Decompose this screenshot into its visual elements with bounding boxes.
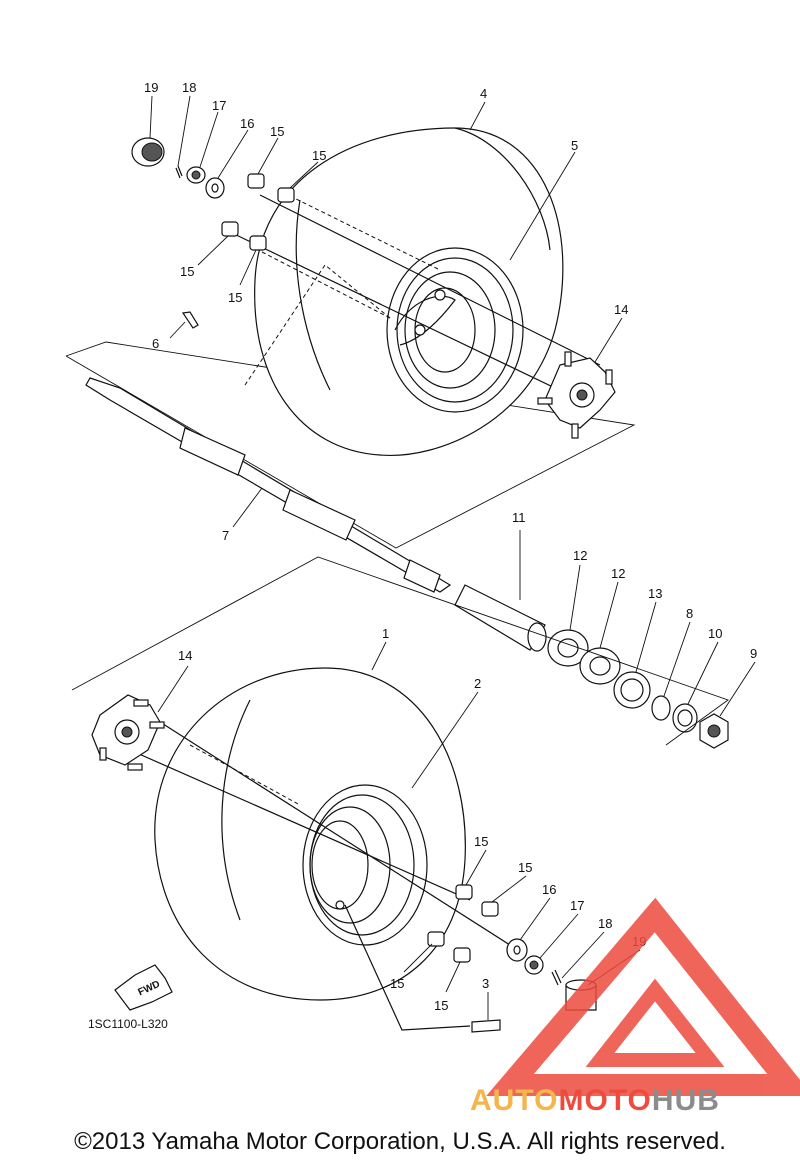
callout: 16 <box>542 882 556 897</box>
axle-collar[interactable] <box>454 584 547 652</box>
upper-assembly-outline <box>65 341 636 549</box>
callout: 15 <box>474 834 488 849</box>
leader-lines <box>149 95 756 1020</box>
axle-washer[interactable] <box>672 703 698 733</box>
forward-arrow-icon: FWD <box>114 964 173 1011</box>
automotohub-logo-icon <box>486 897 800 1096</box>
lower-valve-stem[interactable] <box>471 1019 501 1033</box>
callout: 15 <box>434 998 448 1013</box>
callout: 15 <box>518 860 532 875</box>
upper-cotter-pin[interactable] <box>175 165 183 179</box>
logo-part-hub: HUB <box>651 1084 720 1117</box>
callout: 12 <box>573 548 587 563</box>
callout: 18 <box>598 916 612 931</box>
callout: 14 <box>178 648 192 663</box>
diagram-code: 1SC1100-L320 <box>88 1017 168 1031</box>
upper-axle-nut[interactable] <box>186 166 206 184</box>
callout: 15 <box>228 290 242 305</box>
callout: 14 <box>614 302 628 317</box>
upper-washer[interactable] <box>205 177 225 199</box>
callout: 13 <box>648 586 662 601</box>
axle-bearing-2[interactable] <box>579 647 621 685</box>
callout: 6 <box>152 336 159 351</box>
upper-wheel-hub[interactable] <box>537 351 616 439</box>
logo-wordmark: AUTOMOTOHUB <box>470 1084 720 1118</box>
callout: 5 <box>571 138 578 153</box>
callout: 4 <box>480 86 487 101</box>
lower-cotter-pin[interactable] <box>551 969 562 986</box>
lower-lug-nuts[interactable] <box>427 884 499 963</box>
lower-washer[interactable] <box>506 938 528 962</box>
logo-part-moto: MOTO <box>558 1084 652 1117</box>
callout: 12 <box>611 566 625 581</box>
callout: 17 <box>570 898 584 913</box>
upper-valve-stem[interactable] <box>181 311 199 329</box>
callout: 1 <box>382 626 389 641</box>
callout: 11 <box>512 510 526 525</box>
callout: 15 <box>312 148 326 163</box>
rear-axle-shaft[interactable] <box>85 377 452 593</box>
upper-hub-cap[interactable] <box>131 137 165 167</box>
oil-seal[interactable] <box>613 671 651 709</box>
callout: 17 <box>212 98 226 113</box>
logo-part-auto: AUTO <box>470 1084 559 1117</box>
lower-axle-nut[interactable] <box>524 955 544 975</box>
callout: 15 <box>180 264 194 279</box>
callout: 2 <box>474 676 481 691</box>
callout: 8 <box>686 606 693 621</box>
lower-assembly-outline <box>71 556 729 746</box>
upper-lug-nuts[interactable] <box>221 173 295 251</box>
callout: 16 <box>240 116 254 131</box>
callout: 18 <box>182 80 196 95</box>
callout: 15 <box>270 124 284 139</box>
callout: 10 <box>708 626 722 641</box>
callout: 15 <box>390 976 404 991</box>
circlip[interactable] <box>651 695 671 721</box>
upper-rim[interactable] <box>386 247 524 413</box>
lower-rim[interactable] <box>302 784 428 946</box>
lower-wheel-hub[interactable] <box>91 694 165 771</box>
callout: 3 <box>482 976 489 991</box>
axle-locknut[interactable] <box>699 713 729 749</box>
callout: 9 <box>750 646 757 661</box>
callout: 7 <box>222 528 229 543</box>
callout: 19 <box>144 80 158 95</box>
copyright-notice: ©2013 Yamaha Motor Corporation, U.S.A. A… <box>74 1128 726 1155</box>
